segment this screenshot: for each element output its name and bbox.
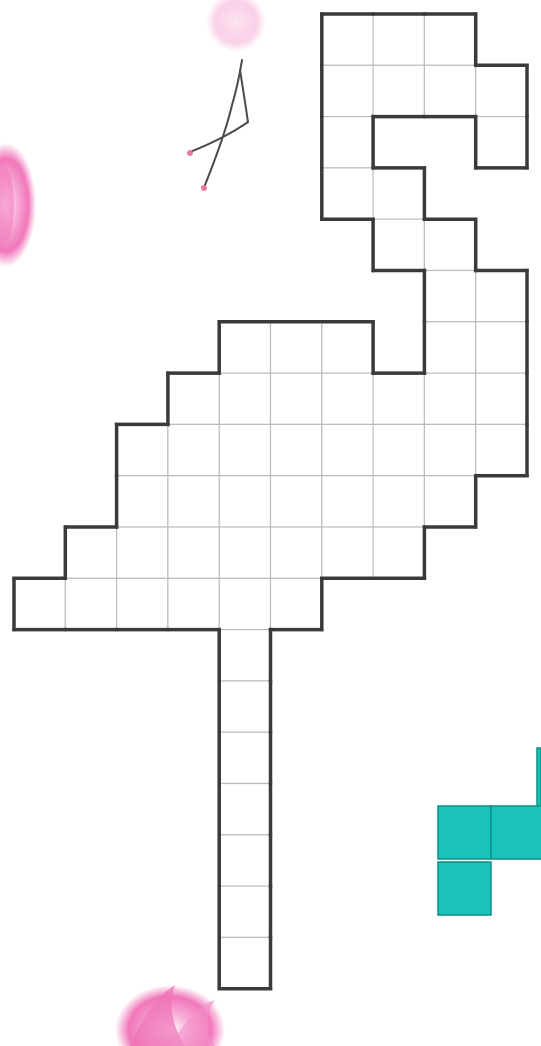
grid-cell — [219, 578, 270, 629]
grid-cell — [117, 424, 168, 475]
grid-cell — [271, 476, 322, 527]
grid-cell — [168, 476, 219, 527]
grid-cell — [271, 578, 322, 629]
stem-sprig-icon — [187, 60, 248, 191]
grid-cell — [219, 732, 270, 783]
grid-cell — [373, 168, 424, 219]
grid-cell — [219, 476, 270, 527]
grid-cell — [168, 578, 219, 629]
grid-cell — [219, 835, 270, 886]
grid-cell — [373, 14, 424, 65]
grid-cell — [322, 322, 373, 373]
grid-cell — [373, 65, 424, 116]
pink-blossom-bottom-icon — [115, 985, 225, 1046]
grid-cell — [14, 578, 65, 629]
grid-cell — [168, 424, 219, 475]
teal-tile — [438, 806, 491, 859]
grid-cell — [168, 373, 219, 424]
grid-cell — [65, 578, 116, 629]
grid-cell — [271, 373, 322, 424]
grid-cell — [424, 476, 475, 527]
grid-cell — [476, 117, 527, 168]
pink-blossom-left-icon — [0, 143, 36, 267]
grid-cell — [424, 14, 475, 65]
grid-cell — [424, 219, 475, 270]
grid-cell — [322, 424, 373, 475]
teal-tile — [438, 862, 491, 915]
grid-cell — [168, 527, 219, 578]
grid-cell — [271, 424, 322, 475]
teal-tile — [537, 748, 541, 806]
grid-cell — [424, 271, 475, 322]
grid-cell — [476, 271, 527, 322]
grid-cell — [219, 784, 270, 835]
grid-cell — [322, 527, 373, 578]
grid-cell — [476, 373, 527, 424]
teal-polyomino — [438, 748, 541, 915]
grid-cell — [476, 65, 527, 116]
grid-cell — [117, 578, 168, 629]
grid-cell — [373, 527, 424, 578]
grid-cell — [373, 373, 424, 424]
grid-cell — [373, 219, 424, 270]
grid-cell — [322, 476, 373, 527]
grid-cell — [476, 424, 527, 475]
grid-cell — [117, 476, 168, 527]
teal-tile — [491, 806, 541, 859]
grid-cell — [476, 322, 527, 373]
grid-cell — [271, 322, 322, 373]
grid-cell — [219, 630, 270, 681]
grid-cell — [219, 322, 270, 373]
grid-cell — [219, 681, 270, 732]
grid-cell — [117, 527, 168, 578]
grid-cell — [322, 168, 373, 219]
grid-cell — [424, 373, 475, 424]
grid-cell — [322, 117, 373, 168]
grid-cell — [424, 424, 475, 475]
grid-cell — [373, 424, 424, 475]
grid-cell — [322, 373, 373, 424]
grid-cell — [322, 65, 373, 116]
grid-cell — [219, 886, 270, 937]
grid-cell — [219, 527, 270, 578]
pink-blossom-top-icon — [206, 0, 266, 52]
grid-cell — [424, 322, 475, 373]
grid-cell — [219, 373, 270, 424]
grid-cell — [219, 424, 270, 475]
grid-cell — [219, 937, 270, 988]
grid-cell — [65, 527, 116, 578]
grid-cell — [322, 14, 373, 65]
grid-cell — [373, 476, 424, 527]
grid-cell — [424, 65, 475, 116]
grid-cell — [271, 527, 322, 578]
